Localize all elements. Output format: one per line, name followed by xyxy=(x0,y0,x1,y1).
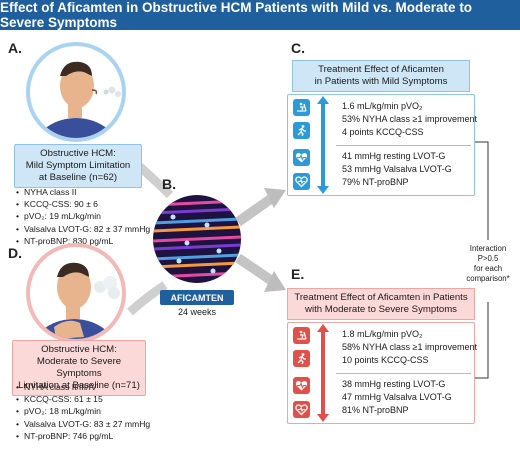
panel-c-result-pvo2: 1.6 mL/kg/min pVO₂ xyxy=(342,101,423,111)
arrow-d-to-b xyxy=(127,281,168,316)
panel-a-label-line-3: at Baseline (n=62) xyxy=(38,172,118,183)
treadmill-icon xyxy=(293,327,310,344)
interaction-bracket xyxy=(475,141,489,379)
figure-title: Effect of Aficamten in Obstructive HCM P… xyxy=(0,0,520,30)
panel-a-label: Obstructive HCM: Mild Symptom Limitation… xyxy=(14,144,142,188)
list-item: pVO₂: 18 mL/kg/min xyxy=(16,405,150,417)
panel-e-result-resting-lvotg: 38 mmHg resting LVOT-G xyxy=(342,379,446,389)
list-item: Valsalva LVOT-G: 83 ± 27 mmHg xyxy=(16,418,150,430)
list-item: NT-proBNP: 746 pg/mL xyxy=(16,430,150,442)
panel-d-label-line-1: Obstructive HCM: xyxy=(41,344,117,355)
list-item: NYHA class II xyxy=(16,186,150,198)
runner-icon xyxy=(293,122,310,139)
patient-severe-illustration xyxy=(26,243,126,343)
panel-c-heading: Treatment Effect of Aficamten in Patient… xyxy=(292,60,470,92)
panel-b-letter: B. xyxy=(162,176,176,192)
panel-d-letter: D. xyxy=(8,245,22,261)
panel-e-heading-line-1: Treatment Effect of Aficamten in Patient… xyxy=(294,292,468,303)
heart-pulse-icon xyxy=(293,401,310,418)
panel-c-heading-line-2: in Patients with Mild Symptoms xyxy=(314,76,448,87)
arrow-b-to-e xyxy=(235,253,275,286)
heart-rate-icon xyxy=(293,149,310,166)
list-item: NT-proBNP: 830 pg/mL xyxy=(16,235,150,247)
panel-c-heading-line-1: Treatment Effect of Aficamten xyxy=(318,64,444,75)
panel-c-letter: C. xyxy=(291,40,305,56)
panel-e-results-box: 1.8 mL/kg/min pVO₂ 58% NYHA class ≥1 imp… xyxy=(287,322,477,424)
sarcomere-illustration xyxy=(153,195,241,283)
interaction-line-3: for each xyxy=(473,264,503,273)
panel-c-result-nyha: 53% NYHA class ≥1 improvement xyxy=(342,114,477,124)
drug-name-badge: AFICAMTEN xyxy=(160,290,234,305)
arrowhead-e xyxy=(264,271,286,292)
treadmill-icon xyxy=(293,99,310,116)
panel-e-result-kccq: 10 points KCCQ-CSS xyxy=(342,355,429,365)
panel-a-letter: A. xyxy=(8,40,22,56)
heart-pulse-icon xyxy=(293,173,310,190)
panel-e-effect-arrow xyxy=(317,324,329,422)
panel-e-divider xyxy=(336,373,471,374)
list-item: KCCQ-CSS: 90 ± 6 xyxy=(16,198,150,210)
arrowhead-c xyxy=(264,188,286,208)
panel-a-label-line-1: Obstructive HCM: xyxy=(40,148,116,159)
panel-c-effect-arrow xyxy=(317,96,329,194)
panel-a-label-line-2: Mild Symptom Limitation xyxy=(25,160,131,171)
panel-a-baseline-list: NYHA class II KCCQ-CSS: 90 ± 6 pVO₂: 19 … xyxy=(16,186,150,247)
panel-d-baseline-list: NYHA class II/III/IV KCCQ-CSS: 61 ± 15 p… xyxy=(16,381,150,442)
runner-icon xyxy=(293,350,310,367)
list-item: NYHA class II/III/IV xyxy=(16,381,150,393)
list-item: KCCQ-CSS: 61 ± 15 xyxy=(16,393,150,405)
panel-e-result-ntprobnp: 81% NT-proBNP xyxy=(342,405,409,415)
panel-c-result-ntprobnp: 79% NT-proBNP xyxy=(342,177,409,187)
panel-e-result-pvo2: 1.8 mL/kg/min pVO₂ xyxy=(342,329,423,339)
panel-c-divider xyxy=(336,145,471,146)
panel-e-letter: E. xyxy=(291,266,305,282)
list-item: pVO₂: 19 mL/kg/min xyxy=(16,210,150,222)
interaction-note: Interaction P>0.5 for each comparison* xyxy=(458,244,518,284)
panel-e-heading: Treatment Effect of Aficamten in Patient… xyxy=(287,288,475,320)
arrow-b-to-c xyxy=(235,193,275,227)
interaction-line-4: comparison* xyxy=(466,274,510,283)
interaction-line-1: Interaction xyxy=(469,244,507,253)
patient-mild-illustration xyxy=(26,42,126,142)
panel-e-result-valsalva-lvotg: 47 mmHg Valsalva LVOT-G xyxy=(342,392,452,402)
interaction-line-2: P>0.5 xyxy=(477,254,499,263)
panel-c-result-kccq: 4 points KCCQ-CSS xyxy=(342,127,424,137)
panel-c-result-resting-lvotg: 41 mmHg resting LVOT-G xyxy=(342,151,446,161)
treatment-duration: 24 weeks xyxy=(177,307,217,317)
panel-c-result-valsalva-lvotg: 53 mmHg Valsalva LVOT-G xyxy=(342,164,452,174)
panel-d-label-line-2: Moderate to Severe Symptoms xyxy=(36,356,122,379)
panel-e-result-nyha: 58% NYHA class ≥1 improvement xyxy=(342,342,477,352)
list-item: Valsalva LVOT-G: 82 ± 37 mmHg xyxy=(16,223,150,235)
panel-c-results-box: 1.6 mL/kg/min pVO₂ 53% NYHA class ≥1 imp… xyxy=(287,94,477,196)
heart-rate-icon xyxy=(293,377,310,394)
panel-e-heading-line-2: with Moderate to Severe Symptoms xyxy=(305,304,457,315)
